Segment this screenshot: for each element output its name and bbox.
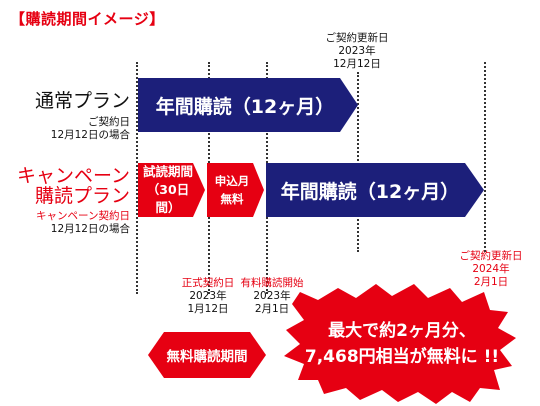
apply-month-title: 申込月 bbox=[214, 174, 250, 188]
apply-month-free-label: 申込月 無料 bbox=[207, 163, 257, 217]
burst-line2: 7,468円相当が無料に !! bbox=[304, 347, 500, 367]
campaign-annual-bar bbox=[266, 163, 484, 217]
formal-contract-note: 正式契約日 2023年 1月12日 bbox=[176, 277, 240, 316]
apply-month-free-arrow bbox=[207, 163, 264, 217]
renewal-campaign-year: 2024年 bbox=[472, 263, 510, 275]
renewal-campaign-label: ご契約更新日 bbox=[459, 250, 523, 262]
renewal-campaign-note: ご契約更新日 2024年 2月1日 bbox=[448, 250, 534, 289]
trial-period-arrow bbox=[138, 163, 205, 217]
renewal-regular-date: 12月12日 bbox=[333, 58, 381, 70]
apply-month-free: 無料 bbox=[220, 192, 244, 206]
burst-message: 最大で約2ヶ月分、 7,468円相当が無料に !! bbox=[292, 318, 512, 370]
free-period-hexagon bbox=[148, 332, 266, 378]
campaign-annual-bar-label: 年間購読（12ヶ月） bbox=[280, 180, 460, 203]
regular-annual-bar-label: 年間購読（12ヶ月） bbox=[155, 95, 335, 118]
burst-line1: 最大で約2ヶ月分、 bbox=[328, 321, 476, 341]
formal-contract-label: 正式契約日 bbox=[181, 277, 235, 289]
regular-annual-bar bbox=[138, 78, 358, 132]
regular-plan-contract-label: ご契約日 bbox=[88, 116, 130, 128]
message-burst bbox=[284, 284, 516, 404]
trial-period-label: 試読期間 （30日間） bbox=[138, 163, 198, 217]
paid-start-label: 有料購読開始 bbox=[240, 277, 304, 289]
paid-start-date: 2月1日 bbox=[254, 303, 290, 315]
renewal-regular-note: ご契約更新日 2023年 12月12日 bbox=[312, 32, 402, 71]
trial-period-title: 試読期間 bbox=[142, 164, 193, 179]
timeline-line-renewal-campaign bbox=[484, 62, 486, 252]
timeline-line-renewal-regular bbox=[357, 72, 359, 252]
formal-contract-date: 1月12日 bbox=[187, 303, 229, 315]
renewal-campaign-date: 2月1日 bbox=[473, 276, 509, 288]
timeline-line-start bbox=[136, 62, 138, 294]
free-period-label: 無料購読期間 bbox=[166, 349, 248, 365]
paid-start-note: 有料購読開始 2023年 2月1日 bbox=[236, 277, 308, 316]
regular-plan-name: 通常プラン bbox=[34, 90, 130, 112]
paid-start-year: 2023年 bbox=[253, 290, 291, 302]
campaign-plan-name-line1: キャンペーン bbox=[16, 165, 130, 187]
page-title: 【購読期間イメージ】 bbox=[10, 10, 165, 28]
campaign-plan-name-line2: 購読プラン bbox=[34, 185, 130, 207]
campaign-plan-contract-label: キャンペーン契約日 bbox=[36, 210, 130, 222]
regular-plan-contract-date: 12月12日の場合 bbox=[50, 129, 130, 141]
campaign-plan-contract-date: 12月12日の場合 bbox=[50, 223, 130, 235]
formal-contract-year: 2023年 bbox=[189, 290, 227, 302]
renewal-regular-label: ご契約更新日 bbox=[325, 32, 389, 44]
trial-period-duration: （30日間） bbox=[146, 182, 190, 215]
renewal-regular-year: 2023年 bbox=[338, 45, 376, 57]
